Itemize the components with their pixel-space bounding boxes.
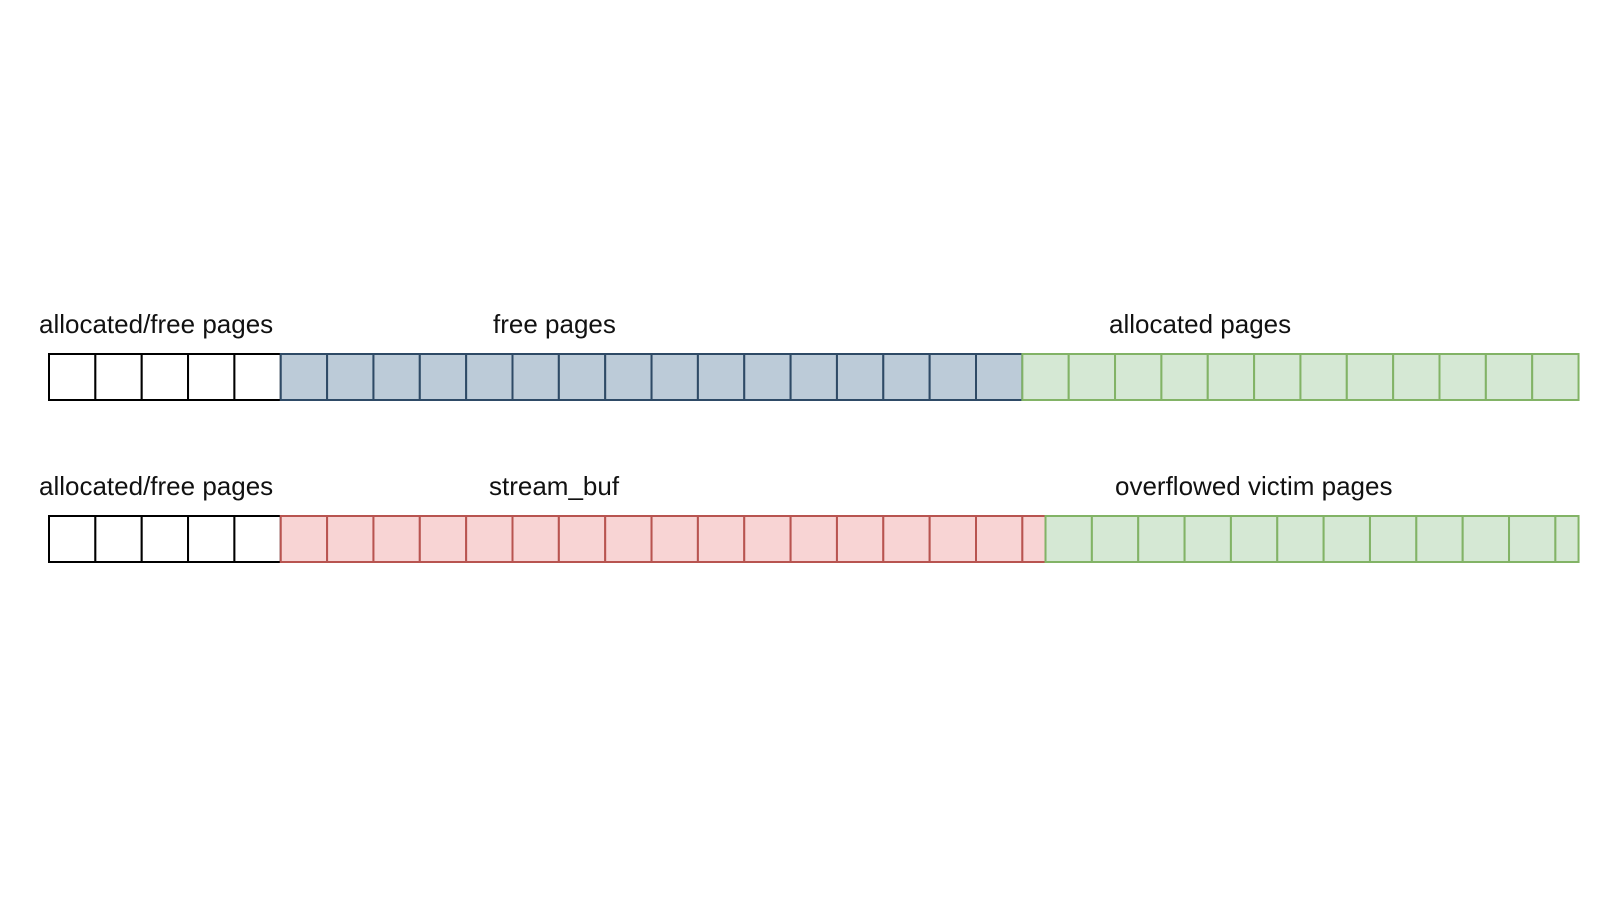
page-cell	[1392, 353, 1441, 401]
page-cell	[48, 353, 97, 401]
page-cell	[835, 353, 885, 401]
page-cell	[1368, 515, 1418, 563]
page-cell	[511, 515, 560, 563]
page-cell	[789, 515, 838, 563]
page-cell	[1253, 353, 1302, 401]
page-cell	[1415, 515, 1464, 563]
page-cell	[1090, 515, 1140, 563]
label-allocated-pages: allocated pages	[1109, 309, 1291, 339]
page-cell	[1044, 515, 1093, 563]
page-cell	[326, 353, 375, 401]
page-cell	[835, 515, 885, 563]
page-cell	[1229, 515, 1279, 563]
page-cell	[604, 353, 653, 401]
page-cell	[1345, 353, 1395, 401]
page-cell	[187, 515, 236, 563]
page-cell	[418, 515, 468, 563]
page-cell	[511, 353, 560, 401]
page-cell	[372, 353, 421, 401]
page-cell	[789, 353, 838, 401]
page-cell	[233, 353, 282, 401]
page-cell	[140, 353, 190, 401]
label-allocated-free-pages-row1: allocated/free pages	[39, 309, 273, 339]
page-cell	[1137, 515, 1186, 563]
page-cell	[1299, 353, 1348, 401]
page-cell	[1114, 353, 1163, 401]
page-cell	[1067, 353, 1117, 401]
page-cell	[882, 515, 931, 563]
page-cell	[233, 515, 282, 563]
page-cell	[1508, 515, 1557, 563]
page-cell	[743, 353, 792, 401]
page-cell	[279, 353, 329, 401]
page-cell	[94, 515, 143, 563]
page-cell	[975, 515, 1024, 563]
page-cell	[279, 515, 329, 563]
page-cell	[187, 353, 236, 401]
page-cell	[1531, 353, 1580, 401]
page-row-before	[48, 353, 1580, 401]
page-cell	[1554, 515, 1580, 563]
page-cell	[743, 515, 792, 563]
page-cell	[326, 515, 375, 563]
page-cell	[1183, 515, 1232, 563]
page-cell	[650, 353, 699, 401]
page-cell	[604, 515, 653, 563]
page-cell	[1322, 515, 1371, 563]
page-cell	[1021, 515, 1047, 563]
page-cell	[48, 515, 97, 563]
page-cell	[465, 353, 514, 401]
page-cell	[928, 353, 978, 401]
label-allocated-free-pages-row2: allocated/free pages	[39, 471, 273, 501]
page-cell	[928, 515, 978, 563]
page-cell	[696, 515, 746, 563]
page-cell	[1438, 353, 1487, 401]
page-cell	[418, 353, 468, 401]
label-free-pages: free pages	[493, 309, 616, 339]
label-overflowed-victim-pages: overflowed victim pages	[1115, 471, 1392, 501]
page-cell	[1484, 353, 1534, 401]
page-cell	[882, 353, 931, 401]
page-cell	[140, 515, 190, 563]
page-cell	[650, 515, 699, 563]
page-cell	[557, 515, 607, 563]
page-cell	[372, 515, 421, 563]
page-cell	[696, 353, 746, 401]
page-cell	[557, 353, 607, 401]
page-cell	[1160, 353, 1209, 401]
page-cell	[465, 515, 514, 563]
page-row-after	[48, 515, 1580, 563]
page-cell	[1276, 515, 1325, 563]
page-cell	[94, 353, 143, 401]
label-stream-buf: stream_buf	[489, 471, 620, 501]
page-cell	[1206, 353, 1256, 401]
page-cell	[975, 353, 1024, 401]
page-cell	[1021, 353, 1070, 401]
page-cell	[1461, 515, 1511, 563]
